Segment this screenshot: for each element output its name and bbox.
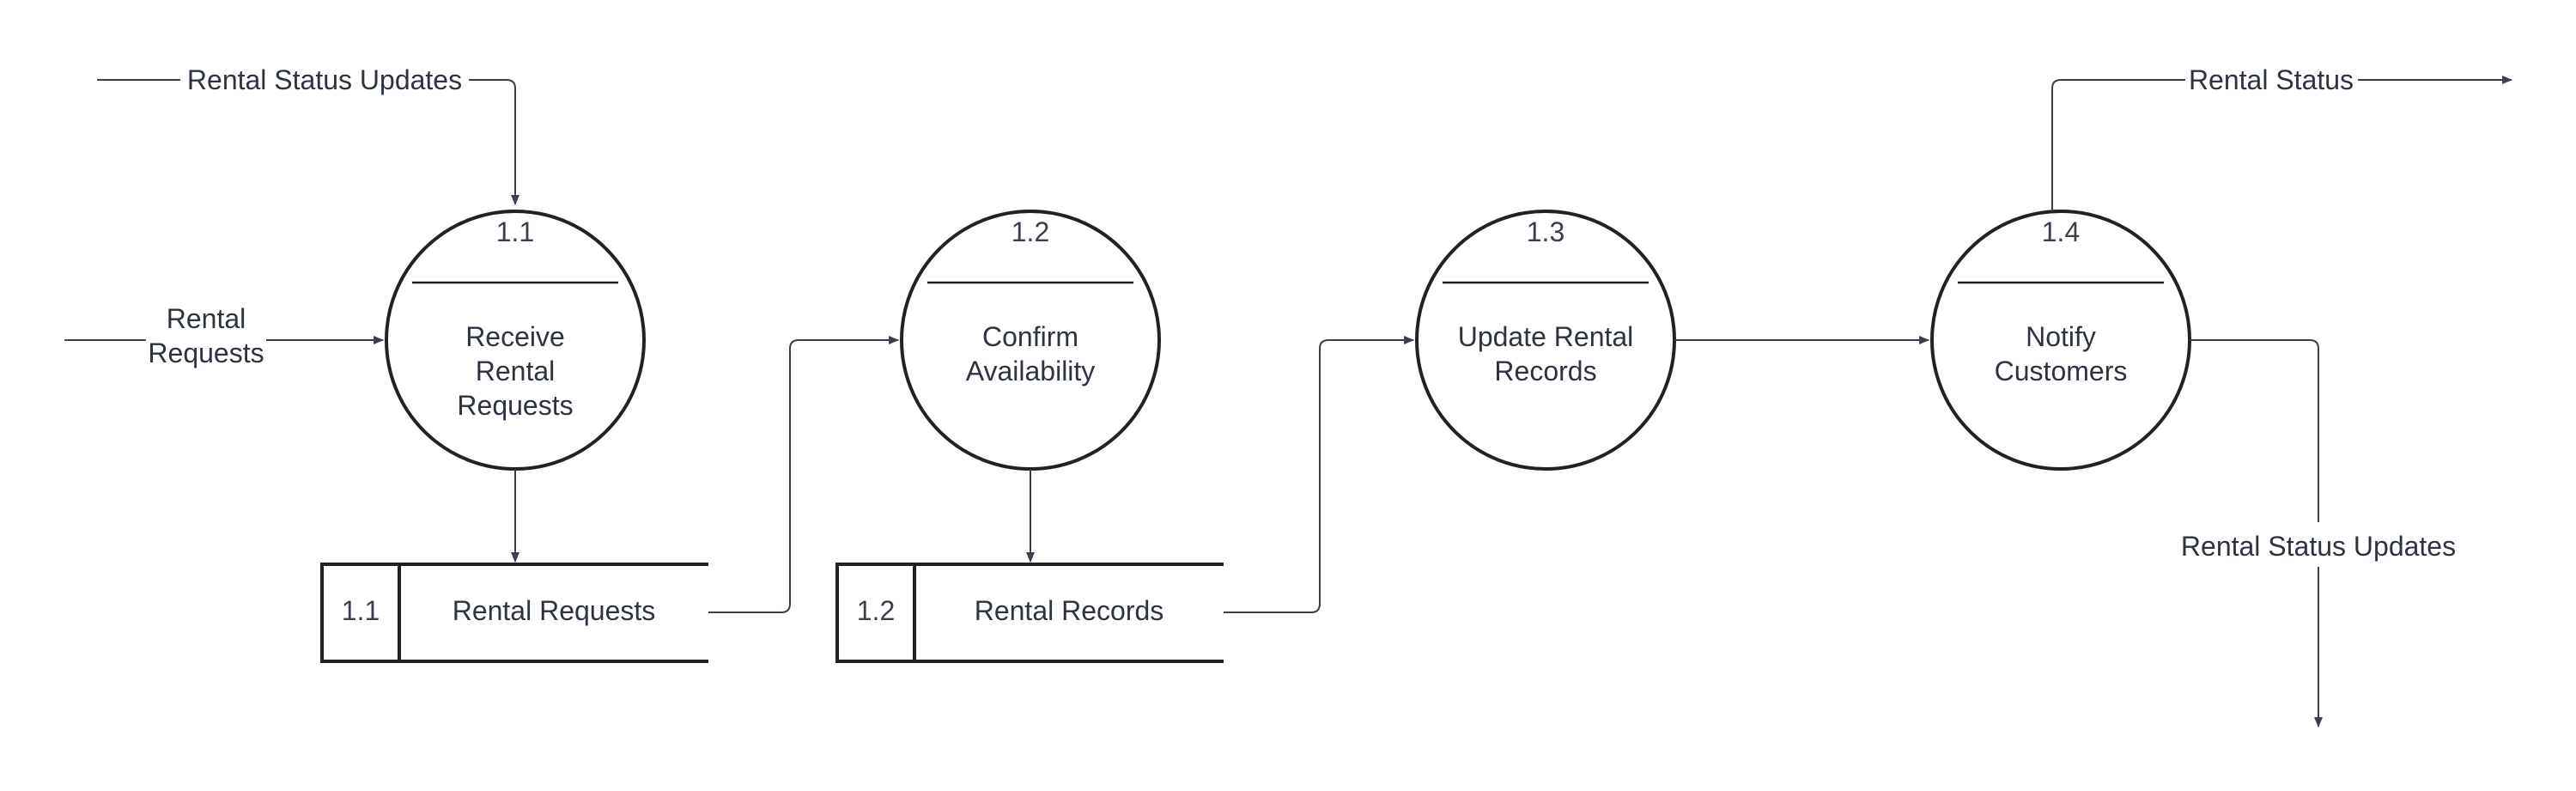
flow-line [2190, 339, 2319, 522]
process-number: 1.1 [496, 216, 534, 247]
process-label-line2: Availability [966, 356, 1096, 386]
process-number: 1.2 [1012, 216, 1049, 247]
process-number: 1.4 [2042, 216, 2080, 247]
flow-rental-requests-in[interactable]: Rental Requests [64, 303, 384, 368]
flow-store-1-1-to-process-1-2[interactable] [708, 336, 899, 613]
data-store-1-2[interactable]: 1.2 Rental Records [835, 563, 1224, 663]
process-1-3[interactable]: 1.3 Update Rental Records [1415, 210, 1676, 471]
process-label-line2: Records [1494, 356, 1596, 386]
store-label: Rental Records [975, 595, 1164, 626]
flow-label-line2: Requests [148, 338, 264, 368]
store-outline [835, 563, 1224, 663]
flow-store-1-2-to-process-1-3[interactable] [1224, 336, 1414, 613]
store-id: 1.1 [342, 595, 380, 626]
process-label-line1: Receive [465, 321, 565, 352]
process-1-4[interactable]: 1.4 Notify Customers [1930, 210, 2191, 471]
process-label-line3: Requests [457, 390, 573, 421]
flow-label: Rental Status Updates [187, 64, 462, 95]
store-outline [320, 563, 708, 663]
process-number: 1.3 [1527, 216, 1564, 247]
flow-line [2051, 79, 2185, 211]
store-label: Rental Requests [453, 595, 656, 626]
flow-status-updates-in[interactable]: Rental Status Updates [97, 64, 519, 205]
process-label-line2: Customers [1995, 356, 2128, 386]
process-label-line1: Update Rental [1458, 321, 1634, 352]
flow-rental-status-out[interactable]: Rental Status [2051, 64, 2512, 211]
flow-label-line1: Rental [167, 303, 246, 334]
process-label-line1: Notify [2026, 321, 2096, 352]
flow-label: Rental Status [2189, 64, 2354, 95]
process-1-2[interactable]: 1.2 Confirm Availability [900, 210, 1161, 471]
data-store-1-1[interactable]: 1.1 Rental Requests [320, 563, 708, 663]
process-label-line2: Rental [476, 356, 556, 386]
process-1-1[interactable]: 1.1 Receive Rental Requests [385, 210, 646, 471]
process-label-line1: Confirm [982, 321, 1078, 352]
flow-label: Rental Status Updates [2181, 531, 2456, 562]
store-id: 1.2 [857, 595, 895, 626]
flow-arrow [469, 79, 519, 205]
flow-status-updates-out[interactable]: Rental Status Updates [2181, 339, 2456, 727]
